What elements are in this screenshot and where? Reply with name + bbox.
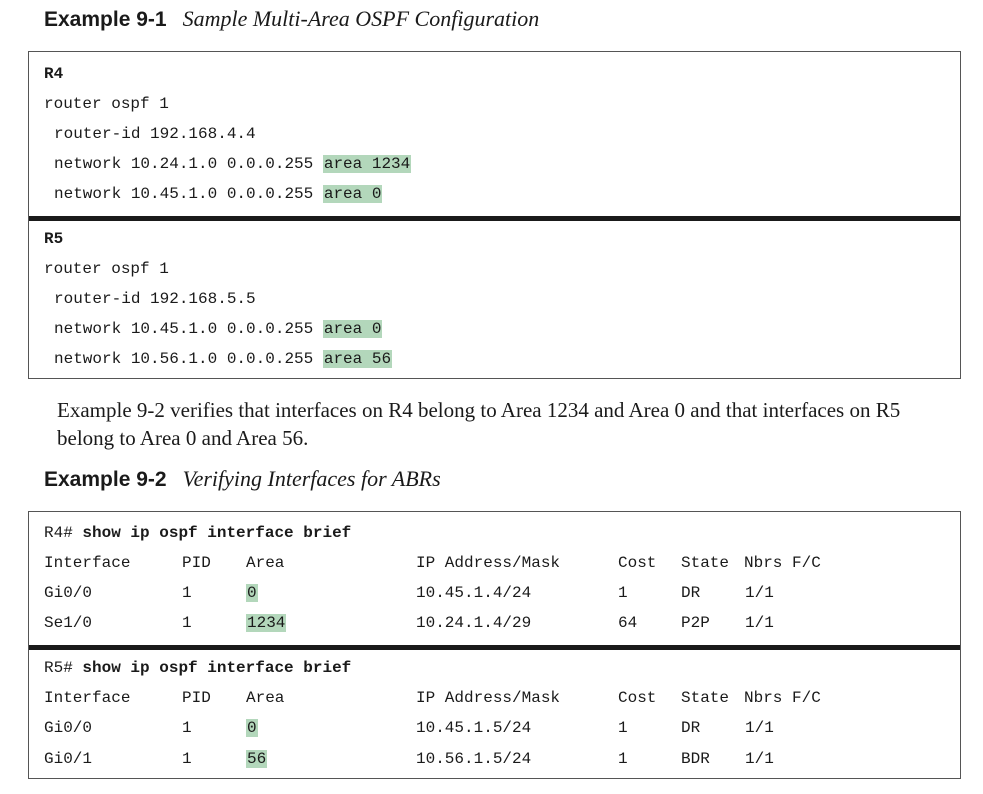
cell-area: 1234 <box>246 611 287 635</box>
r4-command-line: R4# show ip ospf interface brief <box>44 521 351 545</box>
r5-router-ospf-line: router ospf 1 <box>44 260 169 278</box>
r4-network-line-1: network 10.24.1.0 0.0.0.255 area 1234 <box>54 152 412 176</box>
area-highlight: area 0 <box>322 185 383 203</box>
example-number: Example 9-1 <box>44 8 167 31</box>
cell-ip: 10.24.1.4/29 <box>416 614 532 632</box>
prompt: R5# <box>44 659 73 677</box>
header-state: State <box>681 689 730 707</box>
cell-area: 0 <box>246 716 258 740</box>
cell-state: DR <box>681 719 701 737</box>
header-interface: Interface <box>44 689 131 707</box>
header-ip: IP Address/Mask <box>416 689 561 707</box>
example-number: Example 9-2 <box>44 468 167 491</box>
cell-ip: 10.45.1.4/24 <box>416 584 532 602</box>
cell-interface: Gi0/0 <box>44 719 93 737</box>
area-highlight: area 0 <box>322 320 383 338</box>
cell-state: P2P <box>681 614 710 632</box>
cell-pid: 1 <box>182 614 192 632</box>
header-cost: Cost <box>618 689 657 707</box>
r5-command-line: R5# show ip ospf interface brief <box>44 656 351 680</box>
cell-state: DR <box>681 584 701 602</box>
r5-router-id-line: router-id 192.168.5.5 <box>54 290 256 308</box>
cell-cost: 1 <box>618 719 628 737</box>
r4-router-ospf-line: router ospf 1 <box>44 95 169 113</box>
cell-ip: 10.45.1.5/24 <box>416 719 532 737</box>
cell-interface: Gi0/0 <box>44 584 93 602</box>
network-statement: network 10.45.1.0 0.0.0.255 <box>54 320 323 338</box>
header-interface: Interface <box>44 554 131 572</box>
r5-label: R5 <box>44 230 64 248</box>
cell-state: BDR <box>681 750 710 768</box>
verification-code-box: R4# show ip ospf interface brief Interfa… <box>28 511 961 779</box>
header-state: State <box>681 554 730 572</box>
cell-ip: 10.56.1.5/24 <box>416 750 532 768</box>
header-nbrs: Nbrs F/C <box>744 554 821 572</box>
command: show ip ospf interface brief <box>82 659 352 677</box>
body-paragraph: Example 9-2 verifies that interfaces on … <box>57 398 901 450</box>
header-cost: Cost <box>618 554 657 572</box>
example-9-2-heading: Example 9-2 Verifying Interfaces for ABRs <box>44 466 441 492</box>
cell-area: 0 <box>246 581 258 605</box>
section-divider <box>29 216 960 221</box>
cell-cost: 1 <box>618 750 628 768</box>
cell-area: 56 <box>246 747 268 771</box>
cell-nbrs: 1/1 <box>745 584 774 602</box>
section-divider <box>29 645 960 650</box>
cell-cost: 64 <box>618 614 638 632</box>
header-area: Area <box>246 554 285 572</box>
network-statement: network 10.56.1.0 0.0.0.255 <box>54 350 323 368</box>
command: show ip ospf interface brief <box>82 524 352 542</box>
network-statement: network 10.24.1.0 0.0.0.255 <box>54 155 323 173</box>
header-area: Area <box>246 689 285 707</box>
header-ip: IP Address/Mask <box>416 554 561 572</box>
r5-network-line-1: network 10.45.1.0 0.0.0.255 area 0 <box>54 317 383 341</box>
cell-cost: 1 <box>618 584 628 602</box>
cell-nbrs: 1/1 <box>745 614 774 632</box>
area-highlight: area 56 <box>322 350 393 368</box>
cell-interface: Se1/0 <box>44 614 93 632</box>
cell-nbrs: 1/1 <box>745 750 774 768</box>
network-statement: network 10.45.1.0 0.0.0.255 <box>54 185 323 203</box>
r4-router-id-line: router-id 192.168.4.4 <box>54 125 256 143</box>
r4-label: R4 <box>44 65 64 83</box>
header-pid: PID <box>182 689 211 707</box>
config-code-box: R4 router ospf 1 router-id 192.168.4.4 n… <box>28 51 961 379</box>
area-highlight: 0 <box>246 719 258 737</box>
r5-network-line-2: network 10.56.1.0 0.0.0.255 area 56 <box>54 347 393 371</box>
example-title: Sample Multi-Area OSPF Configuration <box>182 6 540 31</box>
header-pid: PID <box>182 554 211 572</box>
area-highlight: area 1234 <box>322 155 412 173</box>
example-9-1-heading: Example 9-1 Sample Multi-Area OSPF Config… <box>44 6 539 32</box>
cell-pid: 1 <box>182 750 192 768</box>
header-nbrs: Nbrs F/C <box>744 689 821 707</box>
area-highlight: 56 <box>246 750 268 768</box>
cell-nbrs: 1/1 <box>745 719 774 737</box>
cell-pid: 1 <box>182 719 192 737</box>
r4-network-line-2: network 10.45.1.0 0.0.0.255 area 0 <box>54 182 383 206</box>
cell-pid: 1 <box>182 584 192 602</box>
cell-interface: Gi0/1 <box>44 750 93 768</box>
example-title: Verifying Interfaces for ABRs <box>182 466 441 491</box>
area-highlight: 1234 <box>246 614 287 632</box>
prompt: R4# <box>44 524 73 542</box>
area-highlight: 0 <box>246 584 258 602</box>
